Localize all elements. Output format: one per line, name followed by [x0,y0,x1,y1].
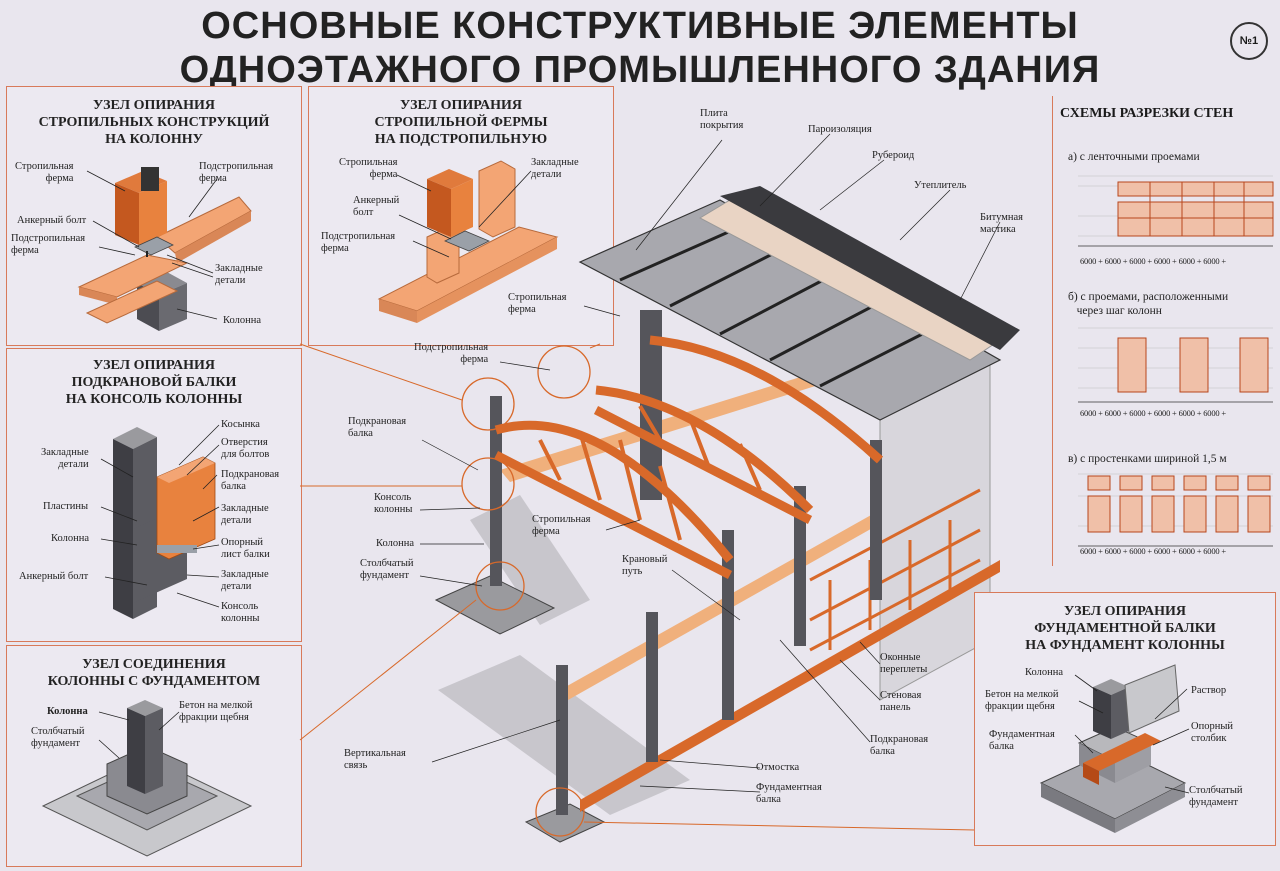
label-column: Колонна [376,538,414,549]
label-sub-truss-top: Подстропильная ферма [199,161,274,184]
scheme-c-dims: 6000 + 6000 + 6000 + 6000 + 6000 + 6000 … [1080,546,1226,556]
label-crane-beam: Подкрановая балка [348,416,407,439]
truss-column-drawing [77,167,252,331]
schemes-divider [1052,96,1053,566]
scheme-a-drawing [1078,175,1274,247]
label-embedded: Закладные детали [215,263,263,286]
label-crane-track: Крановый путь [622,554,668,577]
label-insulation: Утеплитель [914,180,967,191]
label-column: Колонна [223,315,261,326]
label-sub-truss: Подстропильная ферма [414,342,489,365]
label-embedded-left: Закладные детали [41,447,89,470]
label-column: Колонна [51,533,89,544]
scheme-b-drawing [1078,327,1273,403]
label-roof-slab: Плита покрытия [700,108,744,131]
label-found-beam: Фундаментная балка [989,729,1055,752]
label-console: Консоль колонны [221,601,260,624]
label-column: Колонна [47,706,88,717]
label-truss: Стропильная ферма [15,161,74,184]
found-beam-drawing [1039,664,1190,833]
label-foundation-beam: Фундаментная балка [756,782,822,805]
label-column: Колонна [1025,667,1063,678]
label-anchor: Анкерный болт [353,195,400,218]
label-truss-mid: Стропильная ферма [532,514,591,537]
scheme-a-dims: 6000 + 6000 + 6000 + 6000 + 6000 + 6000 … [1080,256,1226,266]
truss-subtruss-drawing [377,160,559,323]
column-foundation-drawing [41,700,253,857]
label-bolt-holes: Отверстия для болтов [221,437,270,460]
label-foundation: Столбчатый фундамент [360,558,414,581]
label-console: Консоль колонны [374,492,413,515]
title-line-1: ОСНОВНЫЕ КОНСТРУКТИВНЫЕ ЭЛЕМЕНТЫ [201,5,1079,47]
scheme-a-caption: а) с ленточными проемами [1068,151,1200,163]
label-crane-beam: Подкрановая балка [221,469,280,492]
scheme-b-caption: б) с проемами, расположенными через шаг … [1068,291,1229,317]
label-gusset: Косынка [221,419,260,430]
label-plates: Пластины [43,501,89,512]
label-sub-truss: Подстропильная ферма [321,231,396,254]
label-sub-truss-left: Подстропильная ферма [11,233,86,256]
label-vertical-bracing: Вертикальная связь [344,748,406,771]
poster-title: ОСНОВНЫЕ КОНСТРУКТИВНЫЕ ЭЛЕМЕНТЫ ОДНОЭТА… [160,4,1120,92]
label-embedded-right-1: Закладные детали [221,503,269,526]
label-support-post: Опорный столбик [1191,721,1233,744]
label-wall-panel: Стеновая панель [880,690,922,713]
label-mastic: Битумная мастика [980,212,1023,235]
label-embedded: Закладные детали [531,157,579,180]
label-concrete: Бетон на мелкой фракции щебня [179,700,253,723]
crane-console-drawing [100,424,220,619]
scheme-c-drawing [1078,473,1273,547]
scheme-b-dims: 6000 + 6000 + 6000 + 6000 + 6000 + 6000 … [1080,408,1226,418]
title-line-2: ОДНОЭТАЖНОГО ПРОМЫШЛЕННОГО ЗДАНИЯ [179,49,1101,91]
label-support-sheet: Опорный лист балки [221,537,270,560]
label-truss: Стропильная ферма [339,157,398,180]
label-mortar: Раствор [1191,685,1227,696]
label-foundation: Столбчатый фундамент [31,726,85,749]
label-anchor-bolt: Анкерный болт [17,215,87,226]
label-embedded-right-2: Закладные детали [221,569,269,592]
label-concrete: Бетон на мелкой фракции щебня [985,689,1059,712]
schemes-heading: СХЕМЫ РАЗРЕЗКИ СТЕН [1060,106,1234,121]
scheme-c-caption: в) с простенками шириной 1,5 м [1068,453,1227,465]
label-vapor-barrier: Пароизоляция [808,124,872,135]
label-foundation: Столбчатый фундамент [1189,785,1243,808]
label-anchor-bolt: Анкерный болт [19,571,89,582]
label-ruberoid: Рубероид [872,150,915,161]
label-truss-top: Стропильная ферма [508,292,567,315]
label-crane-beam-2: Подкрановая балка [870,734,929,757]
label-window-frames: Оконные переплеты [880,652,928,675]
sheet-number: №1 [1230,22,1268,60]
label-blind-area: Отмостка [756,762,800,773]
